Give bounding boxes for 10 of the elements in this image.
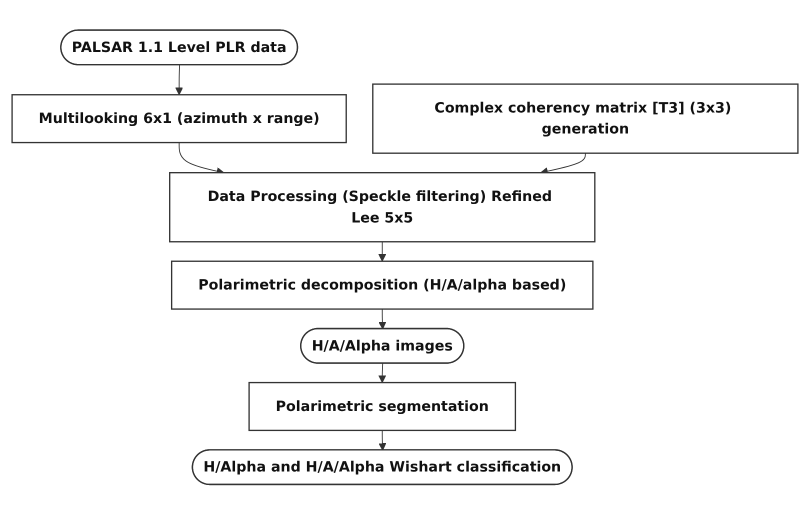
node-box: Polarimetric segmentation — [248, 382, 516, 431]
node-box: Multilooking 6x1 (azimuth x range) — [11, 94, 347, 143]
arrow — [175, 64, 184, 95]
node-box: Data Processing (Speckle filtering) Refined Lee 5x5 — [169, 172, 596, 242]
node-box: Polarimetric decomposition (H/A/alpha based) — [170, 260, 594, 310]
arrow — [378, 241, 386, 262]
arrow — [378, 308, 386, 330]
arrow — [378, 362, 386, 383]
arrow — [378, 430, 386, 450]
node-box: Complex coherency matrix [T3] (3x3) generation — [372, 83, 799, 154]
